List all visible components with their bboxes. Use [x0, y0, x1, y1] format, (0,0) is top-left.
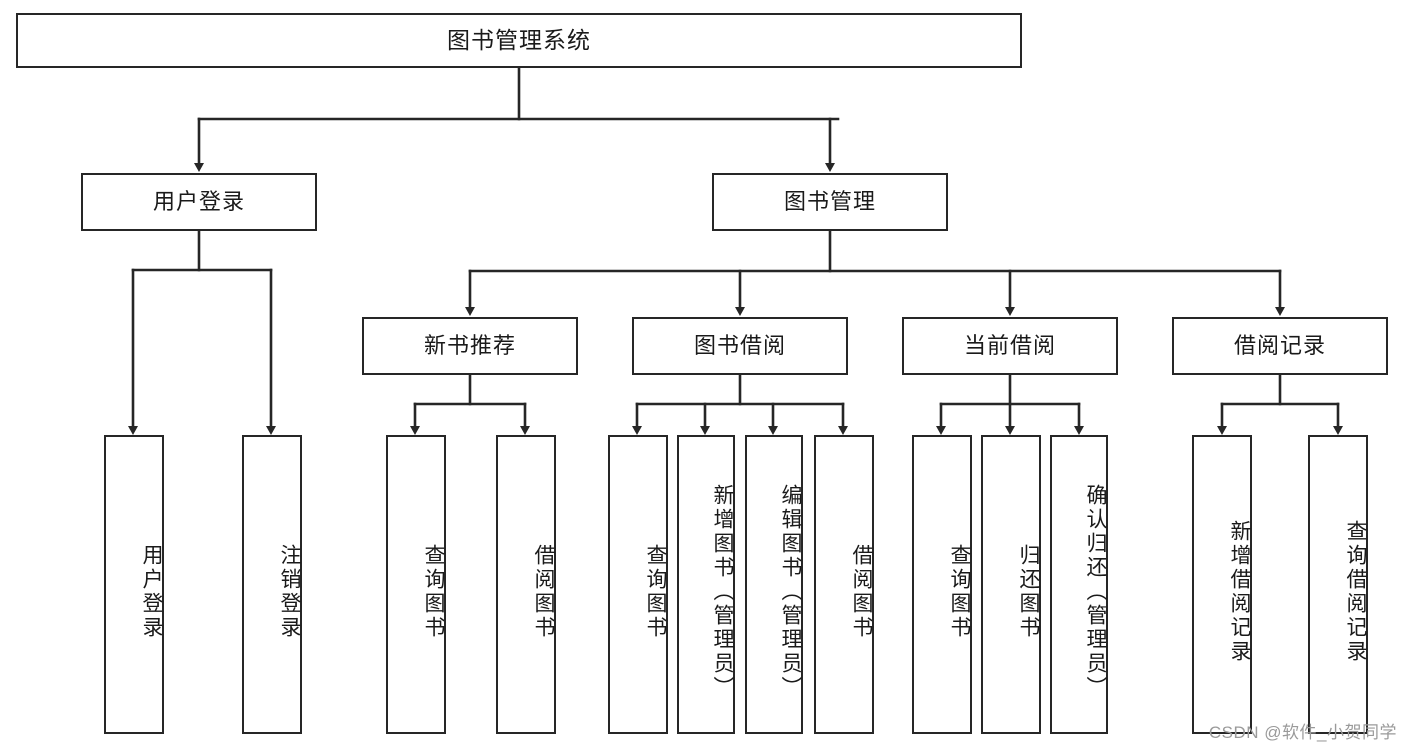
leaf-query-book-current[interactable]: 查询图书	[912, 435, 972, 734]
leaf-confirm-return-admin[interactable]: 确认归还（管理员）	[1050, 435, 1108, 734]
node-label: 新增借阅记录	[1228, 519, 1251, 664]
node-root-book-management-system[interactable]: 图书管理系统	[16, 13, 1022, 68]
node-user-login[interactable]: 用户登录	[81, 173, 317, 231]
node-label: 查询图书	[644, 543, 667, 640]
node-label: 用户登录	[152, 188, 245, 214]
node-label: 图书管理	[783, 188, 876, 214]
node-current-borrow[interactable]: 当前借阅	[902, 317, 1118, 375]
node-label: 借阅图书	[850, 543, 873, 640]
leaf-query-book-borrow[interactable]: 查询图书	[608, 435, 668, 734]
node-label: 图书借阅	[693, 332, 786, 358]
node-label: 归还图书	[1017, 543, 1040, 640]
leaf-borrow-book[interactable]: 借阅图书	[814, 435, 874, 734]
node-label: 查询图书	[948, 543, 971, 640]
node-label: 查询图书	[422, 543, 445, 640]
node-borrow-record[interactable]: 借阅记录	[1172, 317, 1388, 375]
node-label: 查询借阅记录	[1344, 519, 1367, 664]
node-label: 借阅记录	[1233, 332, 1326, 358]
node-book-borrow[interactable]: 图书借阅	[632, 317, 848, 375]
leaf-add-borrow-record[interactable]: 新增借阅记录	[1192, 435, 1252, 734]
csdn-watermark: CSDN @软件_小贺同学	[1208, 723, 1397, 742]
leaf-add-book-admin[interactable]: 新增图书（管理员）	[677, 435, 735, 734]
leaf-edit-book-admin[interactable]: 编辑图书（管理员）	[745, 435, 803, 734]
leaf-return-book[interactable]: 归还图书	[981, 435, 1041, 734]
node-label: 注销登录	[278, 543, 301, 640]
node-label: 用户登录	[140, 543, 163, 640]
leaf-query-book-recommend[interactable]: 查询图书	[386, 435, 446, 734]
leaf-borrow-book-recommend[interactable]: 借阅图书	[496, 435, 556, 734]
node-label: 图书管理系统	[447, 26, 591, 53]
leaf-user-login[interactable]: 用户登录	[104, 435, 164, 734]
leaf-query-borrow-record[interactable]: 查询借阅记录	[1308, 435, 1368, 734]
node-label: 新增图书（管理员）	[711, 483, 734, 700]
leaf-logout-login[interactable]: 注销登录	[242, 435, 302, 734]
node-label: 新书推荐	[423, 332, 516, 358]
node-new-book-recommend[interactable]: 新书推荐	[362, 317, 578, 375]
node-book-management[interactable]: 图书管理	[712, 173, 948, 231]
node-label: 编辑图书（管理员）	[779, 483, 802, 700]
node-label: 当前借阅	[963, 332, 1056, 358]
node-label: 借阅图书	[532, 543, 555, 640]
node-label: 确认归还（管理员）	[1084, 483, 1107, 700]
